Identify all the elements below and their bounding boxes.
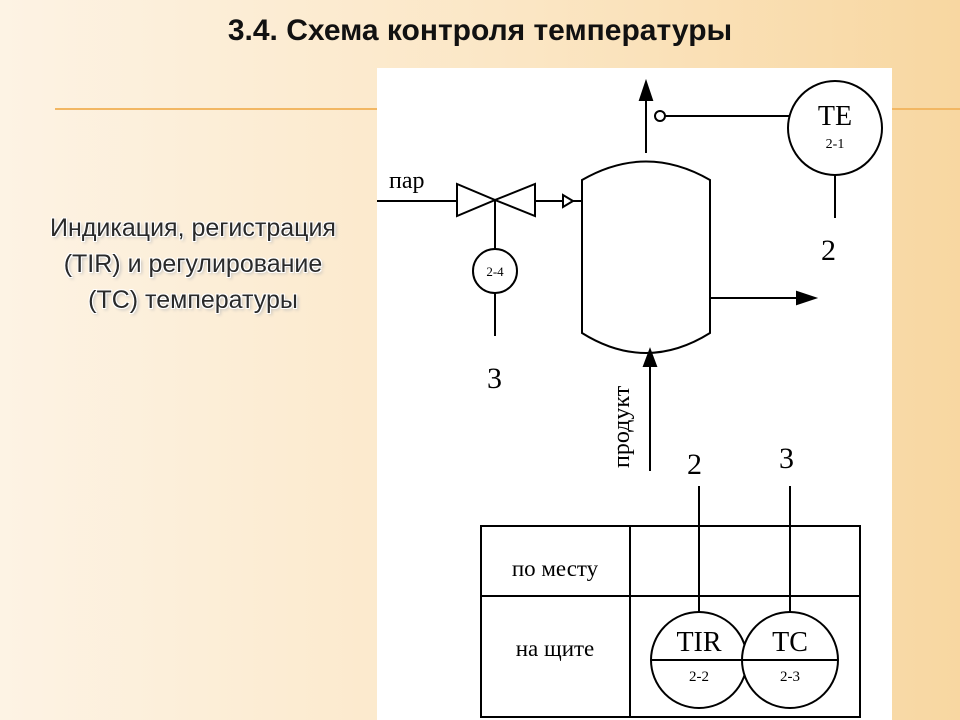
process-diagram: пар 2-4 3 TE 2-1 2 продукт 2 3 по месту … — [377, 68, 892, 720]
description-line-2: (TIR) и регулирование — [63, 250, 323, 278]
side-outlet-arrow — [796, 290, 819, 306]
instrument-tc-tag: TC — [772, 627, 808, 658]
sensor-line-number: 2 — [821, 234, 836, 267]
instrument-2-4-id: 2-4 — [486, 264, 504, 279]
instrument-table — [480, 525, 861, 718]
instrument-tc-id: 2-3 — [780, 669, 800, 685]
panel-line-number-tir: 2 — [687, 448, 702, 481]
valve-left-triangle — [456, 182, 498, 218]
sensor-te-id: 2-1 — [826, 137, 845, 152]
valve-outlet-arrow — [562, 193, 575, 209]
vessel — [581, 160, 711, 354]
sensor-tap — [654, 110, 666, 122]
accent-line-right — [892, 108, 960, 110]
table-row-panel: на щите — [516, 636, 595, 661]
instrument-tir-tag: TIR — [676, 627, 721, 658]
description-line-1: Индикация, регистрация — [50, 214, 336, 242]
description-line-3: (TC) температуры — [88, 286, 298, 314]
instrument-tir-id: 2-2 — [689, 669, 709, 685]
product-label: продукт — [609, 385, 635, 468]
accent-line-left — [55, 108, 377, 110]
valve-line-number: 3 — [487, 362, 502, 395]
valve-right-triangle — [492, 182, 536, 218]
panel-line-number-tc: 3 — [779, 442, 794, 475]
diagram-svg: пар 2-4 3 TE 2-1 2 продукт 2 3 по месту … — [377, 78, 883, 718]
steam-label: пар — [389, 168, 425, 194]
top-outlet-arrow — [638, 78, 654, 101]
description-text: Индикация, регистрация (TIR) и регулиров… — [18, 210, 368, 318]
product-inlet-arrow — [642, 347, 658, 367]
slide-title: 3.4. Схема контроля температуры — [227, 14, 733, 47]
sensor-te-tag: TE — [818, 101, 852, 132]
table-row-local: по месту — [512, 556, 599, 581]
